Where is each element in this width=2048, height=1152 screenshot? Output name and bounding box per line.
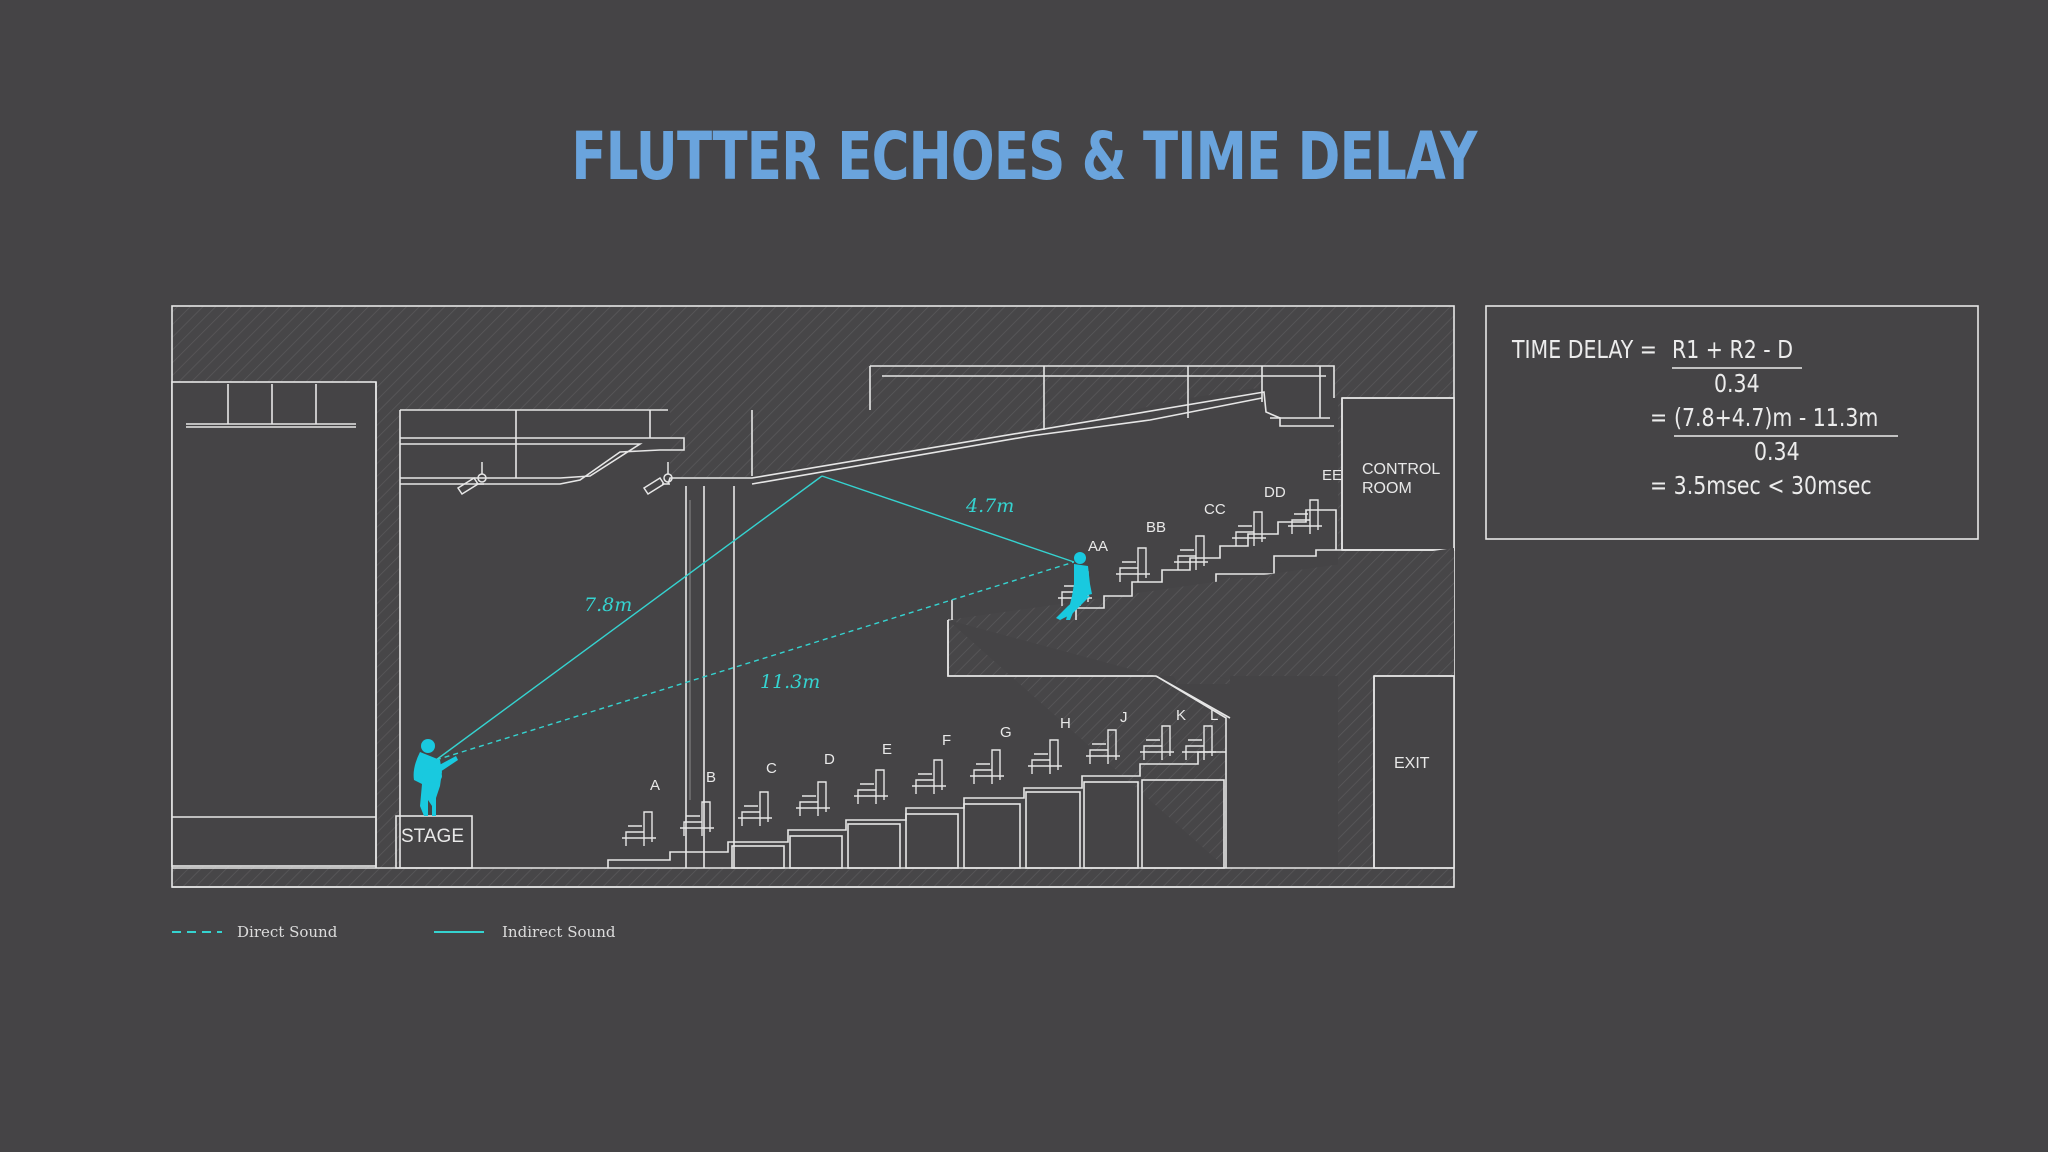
indirect-sound-label: Indirect Sound — [502, 923, 616, 941]
formula-line-4: 0.34 — [1754, 438, 1800, 466]
page-title: FLUTTER ECHOES & TIME DELAY — [571, 118, 1477, 195]
listener-icon — [1056, 552, 1092, 620]
formula-line-3-prefix: = — [1650, 404, 1667, 432]
d-direct-path — [435, 561, 1075, 761]
left-wing — [171, 381, 377, 867]
seat — [970, 749, 1004, 784]
seat — [854, 769, 888, 804]
seat — [796, 781, 830, 816]
r1-indirect-path — [435, 475, 823, 761]
seat — [1288, 499, 1322, 534]
musician-icon — [413, 739, 458, 816]
formula-line-1-prefix: TIME DELAY = — [1511, 336, 1657, 364]
row-label-g: G — [1000, 724, 1012, 741]
direct-sound-label: Direct Sound — [237, 923, 338, 941]
formula-box: TIME DELAY = R1 + R2 - D 0.34 = (7.8+4.7… — [1485, 305, 1979, 540]
seating — [622, 499, 1322, 846]
row-label-c: C — [766, 760, 777, 777]
seat — [1086, 729, 1120, 764]
row-label-a: A — [650, 777, 660, 794]
seat — [738, 791, 772, 826]
control-room-label: CONTROL — [1362, 461, 1440, 478]
seat — [680, 801, 714, 836]
row-label-f: F — [942, 732, 951, 749]
r2-label: 4.7m — [965, 495, 1014, 517]
row-label-j: J — [1120, 709, 1128, 726]
legend: Direct Sound Indirect Sound — [172, 923, 616, 941]
seat — [1182, 725, 1216, 760]
seat — [622, 811, 656, 846]
stage-light-icon — [456, 462, 487, 496]
row-label-ee: EE — [1322, 467, 1342, 484]
sound-paths — [435, 475, 1075, 761]
r2-indirect-path — [821, 475, 1075, 563]
control-room-label-2: ROOM — [1362, 480, 1412, 497]
seat — [1028, 739, 1062, 774]
formula-line-1-numerator: R1 + R2 - D — [1672, 336, 1793, 364]
building-section — [171, 305, 1455, 888]
seat — [1174, 535, 1208, 570]
row-label-k: K — [1176, 707, 1186, 724]
stage-light-icon — [642, 462, 673, 496]
row-label-bb: BB — [1146, 519, 1166, 536]
row-label-l: L — [1210, 707, 1218, 724]
d-label: 11.3m — [760, 671, 820, 693]
exit-label: EXIT — [1394, 755, 1430, 772]
seat — [1116, 547, 1150, 582]
seat — [1232, 511, 1266, 546]
row-label-e: E — [882, 741, 892, 758]
formula-line-2: 0.34 — [1714, 370, 1760, 398]
formula-line-3-numerator: (7.8+4.7)m - 11.3m — [1674, 404, 1878, 432]
seat — [912, 759, 946, 794]
row-label-h: H — [1060, 715, 1071, 732]
formula-line-5: = 3.5msec < 30msec — [1650, 472, 1872, 500]
row-label-dd: DD — [1264, 484, 1286, 501]
seat — [1140, 725, 1174, 760]
row-label-cc: CC — [1204, 501, 1226, 518]
r1-label: 7.8m — [584, 594, 632, 616]
stage-label: STAGE — [401, 826, 464, 847]
row-label-b: B — [706, 769, 716, 786]
row-label-d: D — [824, 751, 835, 768]
row-labels: A B C D E F G H J K L AA BB CC DD EE — [650, 467, 1342, 794]
row-label-aa: AA — [1088, 538, 1108, 555]
